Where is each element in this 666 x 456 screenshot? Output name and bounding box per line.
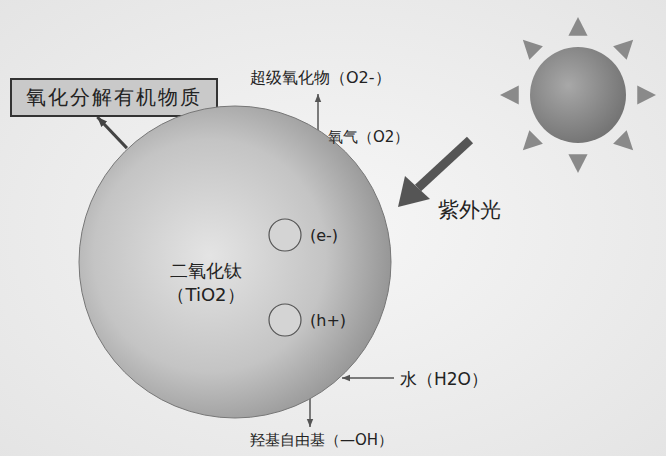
particle-label: 二氧化钛 （TiO2） [161, 259, 251, 308]
sun-ray [523, 40, 543, 60]
result-box: 氧化分解有机物质 [10, 78, 218, 117]
hydroxyl-arrow [309, 398, 311, 427]
uv-label: 紫外光 [438, 196, 501, 224]
uv-arrow [398, 140, 470, 207]
carrier-circle [268, 303, 302, 337]
sun-ray [637, 85, 656, 104]
hole-circle: (h+) [268, 303, 302, 337]
superoxide-label: 超级氧化物（O2-） [250, 68, 391, 89]
sun-ray [568, 17, 587, 36]
sun-icon [500, 17, 656, 173]
oxygen-label: 氧气（O2） [328, 128, 409, 147]
water-label: 水（H2O） [400, 368, 488, 391]
hydroxyl-label: 羟基自由基（—OH） [250, 431, 393, 450]
carrier-label: (e-) [310, 226, 338, 245]
water-arrow [342, 377, 394, 379]
electron-circle: (e-) [268, 218, 302, 252]
sun-ray [500, 85, 519, 104]
result-text: 氧化分解有机物质 [26, 84, 202, 111]
superoxide-line [317, 94, 319, 130]
carrier-circle [268, 218, 302, 252]
sun-ray [613, 130, 633, 150]
carrier-label: (h+) [310, 311, 346, 330]
connector-arrow [97, 117, 127, 148]
tio2-particle: 二氧化钛 （TiO2） (e-) (h+) [78, 105, 392, 419]
sun-ray [613, 40, 633, 60]
sun-ray [523, 130, 543, 150]
sun-ray [568, 154, 587, 173]
